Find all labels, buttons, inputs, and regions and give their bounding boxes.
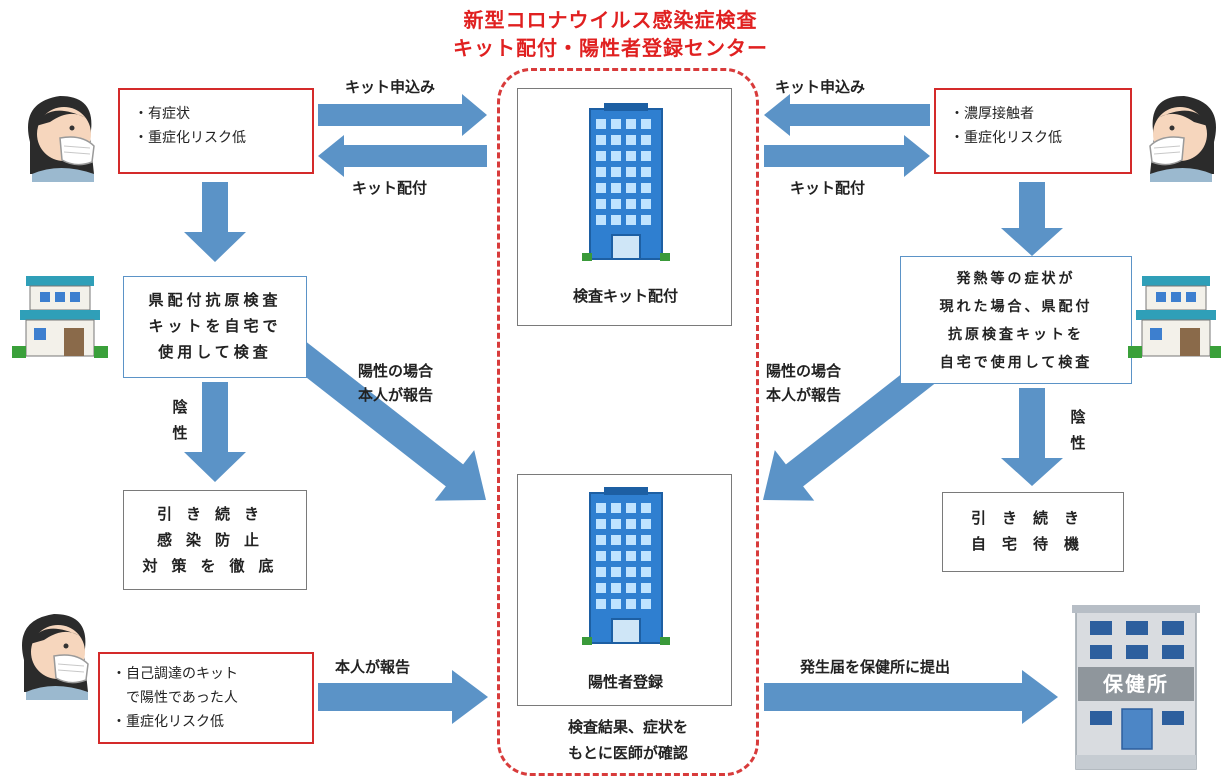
health-center-sign: 保健所	[1103, 672, 1169, 696]
right-test-box: 発熱等の症状が 現れた場合、県配付 抗原検査キットを 自宅で使用して検査	[900, 256, 1132, 384]
office-building-icon	[582, 103, 670, 261]
arrow-diagonal-left	[276, 331, 486, 501]
right-negative-box: 引き続き 自宅待機	[942, 492, 1124, 572]
label-negative-left: 陰性	[172, 398, 188, 442]
doctor-check-line-2: もとに医師が確認	[568, 744, 688, 762]
arrow-left-down-1	[184, 182, 246, 262]
label-kit-apply-right: キット申込み	[775, 78, 866, 96]
diagram-title-line1: 新型コロナウイルス感染症検査	[463, 8, 758, 32]
label-submit-report: 発生届を保健所に提出	[800, 658, 951, 676]
arrow-right-down-1	[1001, 182, 1063, 256]
arrow-kit-deliver-right	[764, 135, 930, 177]
left-person-line-2: ・重症化リスク低	[134, 130, 246, 146]
arrow-left-down-2	[184, 382, 246, 482]
bottom-person-box: ・自己調達のキット で陽性であった人 ・重症化リスク低	[98, 652, 314, 744]
office-building-icon	[582, 487, 670, 645]
health-center-building-shape	[1072, 605, 1200, 770]
left-test-box: 県配付抗原検査 キットを自宅で 使用して検査	[123, 276, 307, 378]
label-positive-right-2: 本人が報告	[766, 386, 842, 404]
label-self-report: 本人が報告	[335, 658, 411, 676]
doctor-check-line-1: 検査結果、症状を	[567, 718, 688, 736]
label-kit-deliver-left: キット配付	[352, 179, 428, 197]
left-person-box: ・有症状 ・重症化リスク低	[118, 88, 314, 174]
right-person-line-1: ・濃厚接触者	[950, 106, 1034, 122]
health-center-building-icon: 保健所	[1070, 605, 1202, 771]
kit-center-box: 検査キット配付	[517, 88, 732, 326]
positive-registration-label: 陽性者登録	[587, 673, 663, 691]
arrow-self-report	[318, 670, 488, 724]
left-negative-box: 引き続き 感染防止 対策を徹底	[123, 490, 307, 590]
arrow-kit-apply-left	[318, 94, 487, 136]
diagram-title-line2: キット配付・陽性者登録センター	[453, 36, 768, 60]
arrow-right-down-2	[1001, 388, 1063, 486]
bottom-person-line-2: で陽性であった人	[112, 690, 238, 706]
woman-mask-icon	[22, 614, 89, 700]
center-frame	[497, 68, 759, 776]
woman-mask-icon	[28, 96, 95, 182]
label-kit-deliver-right: キット配付	[790, 179, 866, 197]
arrow-submit-report	[764, 670, 1058, 724]
bottom-person-line-1: ・自己調達のキット	[112, 666, 238, 682]
label-positive-left-2: 本人が報告	[358, 386, 434, 404]
arrow-kit-deliver-left	[318, 135, 487, 177]
kit-center-label: 検査キット配付	[572, 287, 678, 305]
label-kit-apply-left: キット申込み	[345, 78, 436, 96]
right-person-box: ・濃厚接触者 ・重症化リスク低	[934, 88, 1132, 174]
arrow-kit-apply-right	[764, 94, 930, 136]
label-negative-right: 陰性	[1070, 408, 1086, 452]
bottom-person-line-3: ・重症化リスク低	[112, 714, 224, 730]
house-icon	[1128, 276, 1221, 358]
positive-registration-box: 陽性者登録	[517, 474, 732, 706]
right-person-line-2: ・重症化リスク低	[950, 130, 1062, 146]
left-person-line-1: ・有症状	[134, 106, 190, 122]
label-positive-left-1: 陽性の場合	[358, 362, 434, 380]
house-icon	[12, 276, 108, 358]
label-positive-right-1: 陽性の場合	[766, 362, 842, 380]
woman-mask-icon	[1149, 96, 1216, 182]
